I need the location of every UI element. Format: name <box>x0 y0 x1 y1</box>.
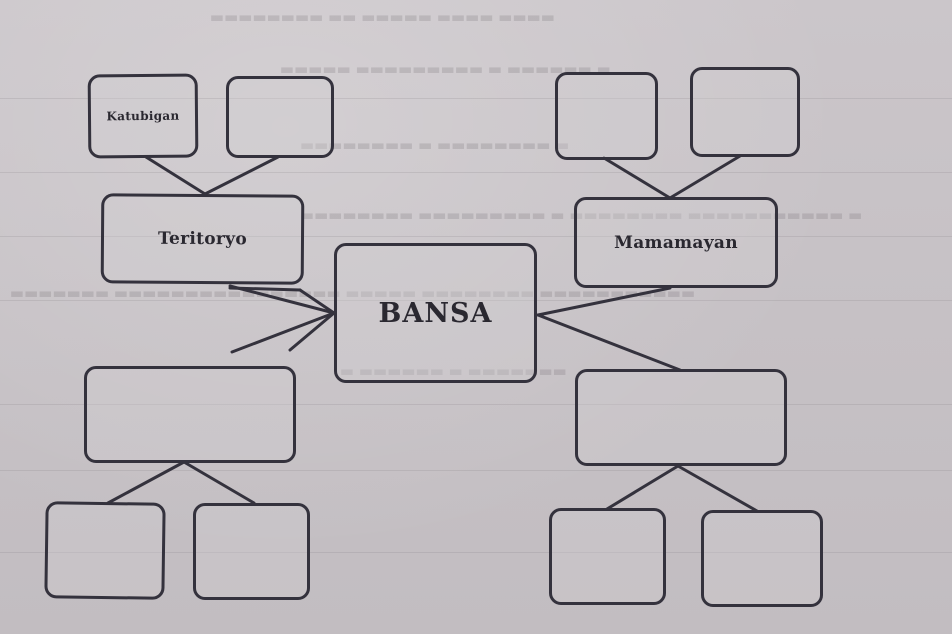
connector-bansa-bottom-right <box>536 313 682 372</box>
ruled-line <box>0 404 952 405</box>
node-teritoryo[interactable]: Teritoryo <box>100 193 305 285</box>
node-bottom-right-child-1[interactable] <box>549 508 666 605</box>
ruled-line <box>0 552 952 553</box>
connector-bansa-mamamayan <box>536 286 672 317</box>
node-bottom-right[interactable] <box>575 369 787 466</box>
node-bottom-left[interactable] <box>84 366 296 463</box>
connector-bottom-right-child1 <box>605 464 680 511</box>
connector-bansa-teritoryo <box>298 288 336 315</box>
ruled-line <box>0 98 952 99</box>
connector-mamamayan-child1 <box>602 156 672 200</box>
node-teritoryo-child-2[interactable] <box>226 76 334 158</box>
connector-left-upper <box>228 284 336 315</box>
ruled-line <box>0 300 952 301</box>
node-mamamayan[interactable]: Mamamayan <box>574 197 778 288</box>
connector-bottom-left-child1 <box>106 460 186 505</box>
node-label: Teritoryo <box>157 228 248 250</box>
node-label: Katubigan <box>106 108 180 124</box>
node-bottom-left-child-1[interactable] <box>44 501 166 600</box>
node-bottom-left-child-2[interactable] <box>193 503 310 600</box>
ruled-line <box>0 470 952 471</box>
node-bansa[interactable]: BANSA <box>334 243 537 383</box>
connector-teritoryo-child2 <box>203 155 280 196</box>
connector-bottom-right-child2 <box>676 464 759 513</box>
connector-mamamayan-child2 <box>668 154 742 200</box>
ruled-line <box>0 236 952 237</box>
node-bottom-right-child-2[interactable] <box>701 510 823 607</box>
ruled-line <box>0 172 952 173</box>
connector-bottom-left-child2 <box>182 460 256 505</box>
node-label: Mamamayan <box>614 232 738 253</box>
connector-teritoryo-katubigan <box>144 155 207 196</box>
node-mamamayan-child-2[interactable] <box>690 67 800 157</box>
connector-left-lower <box>230 311 336 354</box>
node-label: BANSA <box>378 297 493 329</box>
node-mamamayan-child-1[interactable] <box>555 72 658 160</box>
node-katubigan[interactable]: Katubigan <box>87 73 199 159</box>
connector-bansa-bottom-left <box>288 311 336 352</box>
